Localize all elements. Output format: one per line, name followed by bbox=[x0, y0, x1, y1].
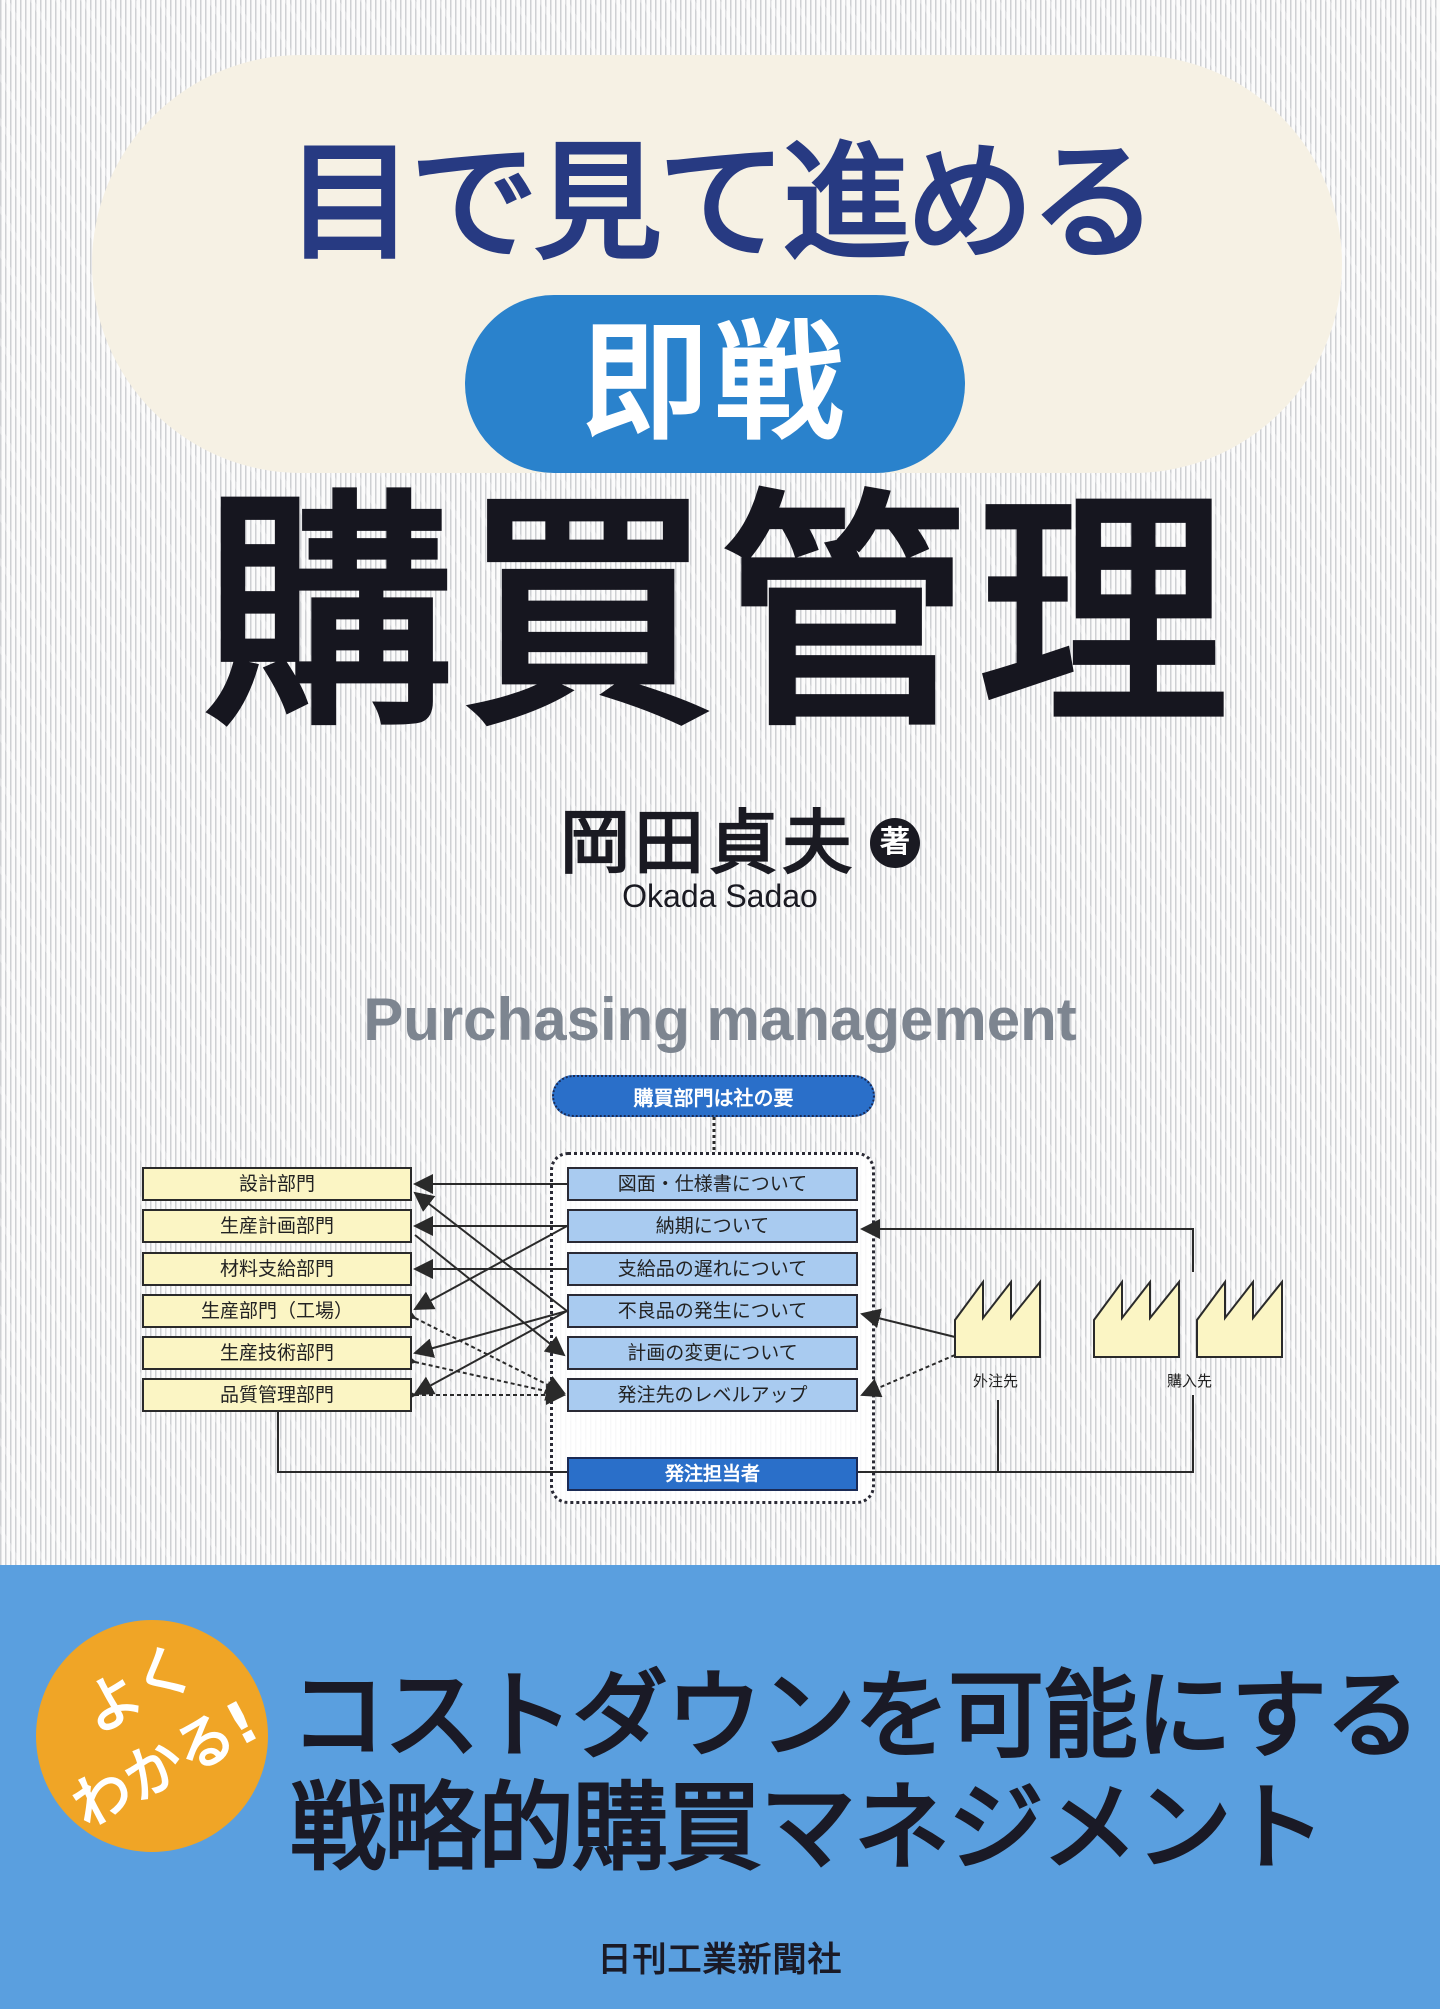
author-romaji: Okada Sadao bbox=[622, 878, 818, 914]
author-suffix-badge: 著 bbox=[870, 818, 920, 868]
factory-icon bbox=[1197, 1282, 1282, 1357]
purchasing-diagram: 購買部門は社の要 設計部門 生産計画部門 材料支給部門 生産部門（工場） 生産技… bbox=[142, 1075, 1283, 1504]
dept-box: 生産技術部門 bbox=[142, 1336, 412, 1370]
english-subtitle: Purchasing management bbox=[363, 986, 1077, 1053]
title-badge: 即戦 bbox=[465, 295, 965, 473]
supplier-label-purchase: 購入先 bbox=[1167, 1372, 1213, 1390]
dept-box: 材料支給部門 bbox=[142, 1252, 412, 1286]
supplier-label-outsource: 外注先 bbox=[973, 1372, 1019, 1390]
topic-box: 発注先のレベルアップ bbox=[567, 1378, 858, 1412]
dept-box: 品質管理部門 bbox=[142, 1378, 412, 1412]
topic-box: 図面・仕様書について bbox=[567, 1167, 858, 1201]
badge-circle bbox=[36, 1620, 268, 1852]
topic-box: 支給品の遅れについて bbox=[567, 1252, 858, 1286]
diagram-connectors bbox=[277, 1099, 1283, 1473]
factory-icon bbox=[955, 1282, 1040, 1357]
dept-box: 生産部門（工場） bbox=[142, 1294, 412, 1328]
topic-box: 不良品の発生について bbox=[567, 1294, 858, 1328]
tagline-line1: コストダウンを可能にする bbox=[290, 1660, 1421, 1772]
dept-box: 設計部門 bbox=[142, 1167, 412, 1201]
publisher: 日刊工業新聞社 bbox=[597, 1940, 843, 1980]
diagram-header: 購買部門は社の要 bbox=[552, 1075, 875, 1117]
tagline-line2: 戦略的購買マネジメント bbox=[290, 1772, 1326, 1884]
title-line1: 目で見て進める bbox=[285, 129, 1158, 278]
topic-box: 納期について bbox=[567, 1209, 858, 1243]
factory-icon bbox=[1094, 1282, 1179, 1357]
author-name: 岡田貞夫 bbox=[560, 802, 856, 884]
owner-box: 発注担当者 bbox=[567, 1457, 858, 1491]
main-title: 購買管理 bbox=[204, 469, 1236, 760]
topic-box: 計画の変更について bbox=[567, 1336, 858, 1370]
dept-box: 生産計画部門 bbox=[142, 1209, 412, 1243]
